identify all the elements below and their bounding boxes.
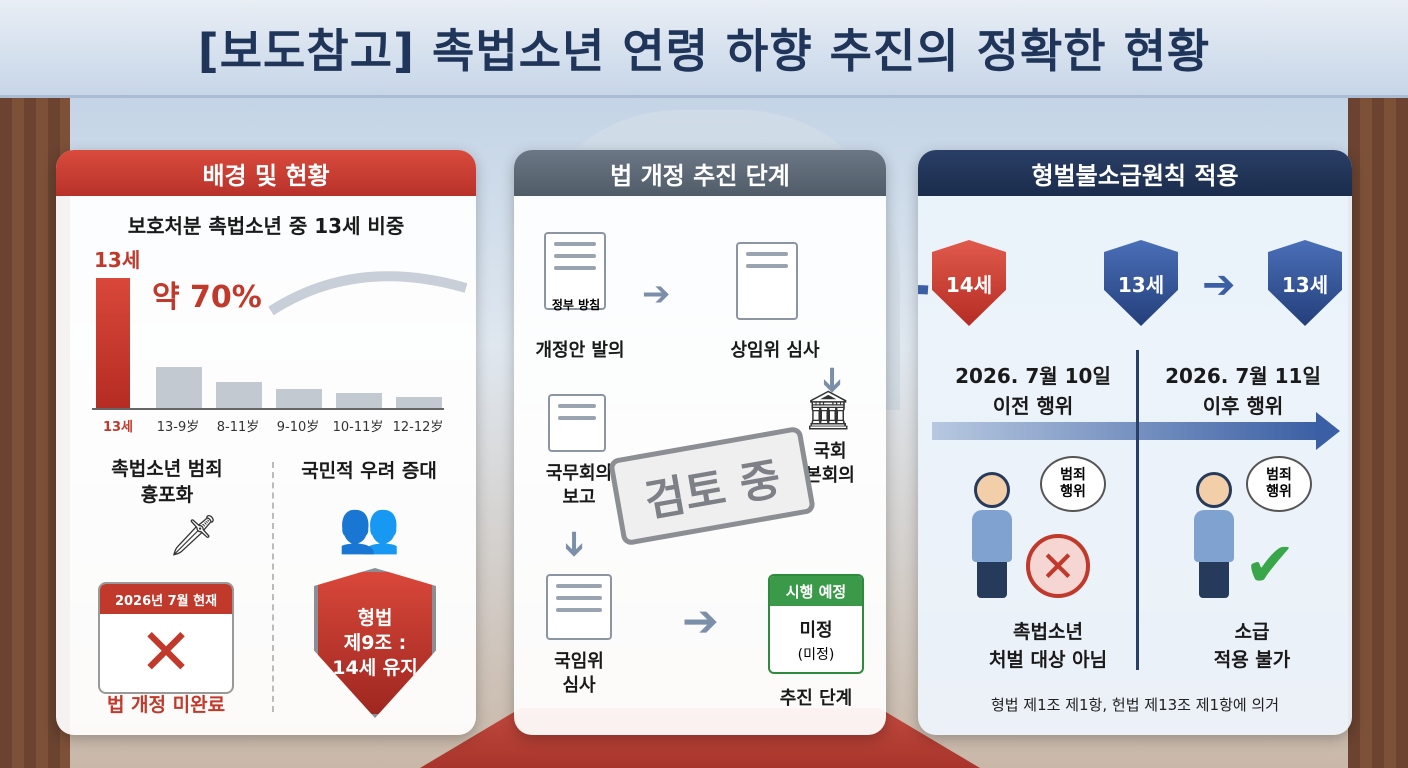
enforcement-schedule-card: 시행 예정 미정 (미정): [768, 574, 864, 674]
assembly-building-icon: 🏛: [804, 388, 853, 432]
flow-arrow-curve: [268, 271, 468, 316]
public-concern-label: 국민적 우려 증대: [301, 460, 437, 482]
age-13-shield: 13세: [1104, 240, 1178, 326]
page-title: [보도참고] 촉법소년 연령 하향 추진의 정확한 현황: [197, 23, 1211, 78]
panel-heading: 형벌불소급원칙 적용: [918, 150, 1352, 196]
gavel-document-icon: [736, 242, 798, 320]
speech-bubble: 범죄 행위: [1246, 456, 1312, 512]
result-before: 촉법소년 처벌 대상 아님: [988, 621, 1108, 671]
before-label: 이전 행위: [992, 394, 1074, 418]
x-tick-label: 9-10岁: [276, 420, 320, 435]
chart-bar: [156, 367, 202, 408]
gavel-icon: [548, 394, 606, 452]
step-plenary-session: 국회 본회의: [805, 441, 855, 486]
after-label: 이후 행위: [1202, 394, 1284, 418]
step-cabinet-report: 국무회의 보고: [545, 463, 613, 508]
right-wall-panel: [1348, 95, 1408, 768]
timeline-arrowhead: [1316, 412, 1340, 450]
after-date: 2026. 7월 11일: [1165, 364, 1321, 388]
student-figure: [1194, 472, 1234, 602]
masked-figure-knife-icon: 🗡: [168, 513, 219, 559]
criminal-law-shield: 형법 제9조 : 14세 유지: [314, 568, 436, 718]
chart-bar: [216, 382, 262, 408]
x-tick-label: 8-11岁: [216, 420, 260, 435]
student-figure: [972, 472, 1012, 602]
age-13-shield-target: 13세: [1268, 240, 1342, 326]
arrow-right-icon: ➔: [642, 274, 671, 314]
x-tick-label: 10-11岁: [332, 420, 384, 435]
x-tick-label: 13-9岁: [156, 420, 200, 435]
panel-heading: 법 개정 추진 단계: [514, 150, 886, 196]
step-judiciary-review: 국임위 심사: [554, 651, 604, 696]
chart-title: 보호처분 촉법소년 중 13세 비중: [127, 214, 405, 238]
highlight-percent: 약 70%: [152, 280, 262, 315]
arrow-down-icon: ➔: [554, 529, 595, 559]
law-amendment-panel: 법 개정 추진 단계 정부 방침 개정안 발의 ➔ 상임위 심사 ➔ 🏛 국회 …: [514, 150, 886, 735]
x-mark-icon: ✕: [139, 616, 193, 690]
chart-bar: [396, 397, 442, 408]
non-retroactivity-panel: 형벌불소급원칙 적용 14세 13세 ➔ 13세 2026. 7월 10일 이전…: [918, 150, 1352, 735]
timeline-bar: [932, 422, 1320, 440]
calendar: 2026년 7월 현재 ✕: [98, 582, 234, 694]
chart-bar: [276, 389, 322, 408]
background-status-panel: 배경 및 현황 보호처분 촉법소년 중 13세 비중 13세 약 70% 13세…: [56, 150, 476, 735]
check-mark-icon: ✔: [1244, 528, 1296, 601]
legal-footnote: 형법 제1조 제1항, 헌법 제13조 제1항에 의거: [990, 696, 1280, 714]
document-icon: [544, 232, 606, 310]
crime-violence-label: 촉법소년 범죄 흉포화: [111, 458, 223, 506]
schedule-caption: 추진 단계: [779, 688, 853, 709]
age-14-shield: 14세: [932, 240, 1006, 326]
panel-heading: 배경 및 현황: [56, 150, 476, 196]
before-date: 2026. 7월 10일: [955, 364, 1111, 388]
schedule-subvalue: (미정): [797, 647, 835, 663]
chart-bar: [336, 393, 382, 408]
shield-text: 형법 제9조 : 14세 유지: [332, 606, 418, 679]
date-divider: [1136, 350, 1139, 670]
arrow-right-icon: ➔: [682, 596, 719, 647]
speech-bubble: 범죄 행위: [1040, 456, 1106, 512]
under-review-stamp: 검토 중: [607, 425, 817, 547]
committee-document-icon: [546, 574, 612, 640]
result-after: 소급 적용 불가: [1213, 621, 1291, 671]
curved-arrow: [918, 285, 929, 295]
x-circle-icon: ✕: [1026, 534, 1090, 598]
x-tick-label: 12-12岁: [392, 420, 444, 435]
arrow-right-icon: ➔: [1202, 262, 1236, 308]
step-committee-review: 상임위 심사: [730, 340, 820, 361]
schedule-header: 시행 예정: [770, 576, 862, 606]
law-incomplete-caption: 법 개정 미완료: [106, 694, 226, 716]
title-banner: [보도참고] 촉법소년 연령 하향 추진의 정확한 현황: [0, 0, 1408, 98]
column-divider: [272, 462, 274, 712]
chart-bar: [96, 278, 130, 408]
worried-crowd-icon: 👥: [338, 498, 401, 556]
x-axis-line: [92, 408, 444, 410]
schedule-value: 미정: [799, 620, 833, 641]
x-tick-label: 13세: [102, 420, 134, 435]
stamp-text: 검토 중: [641, 453, 785, 528]
calendar-header: 2026년 7월 현재: [100, 584, 232, 614]
bar-top-label: 13세: [94, 248, 141, 272]
document-label: 정부 방침: [551, 298, 601, 312]
step-bill-proposal: 개정안 발의: [535, 340, 625, 361]
